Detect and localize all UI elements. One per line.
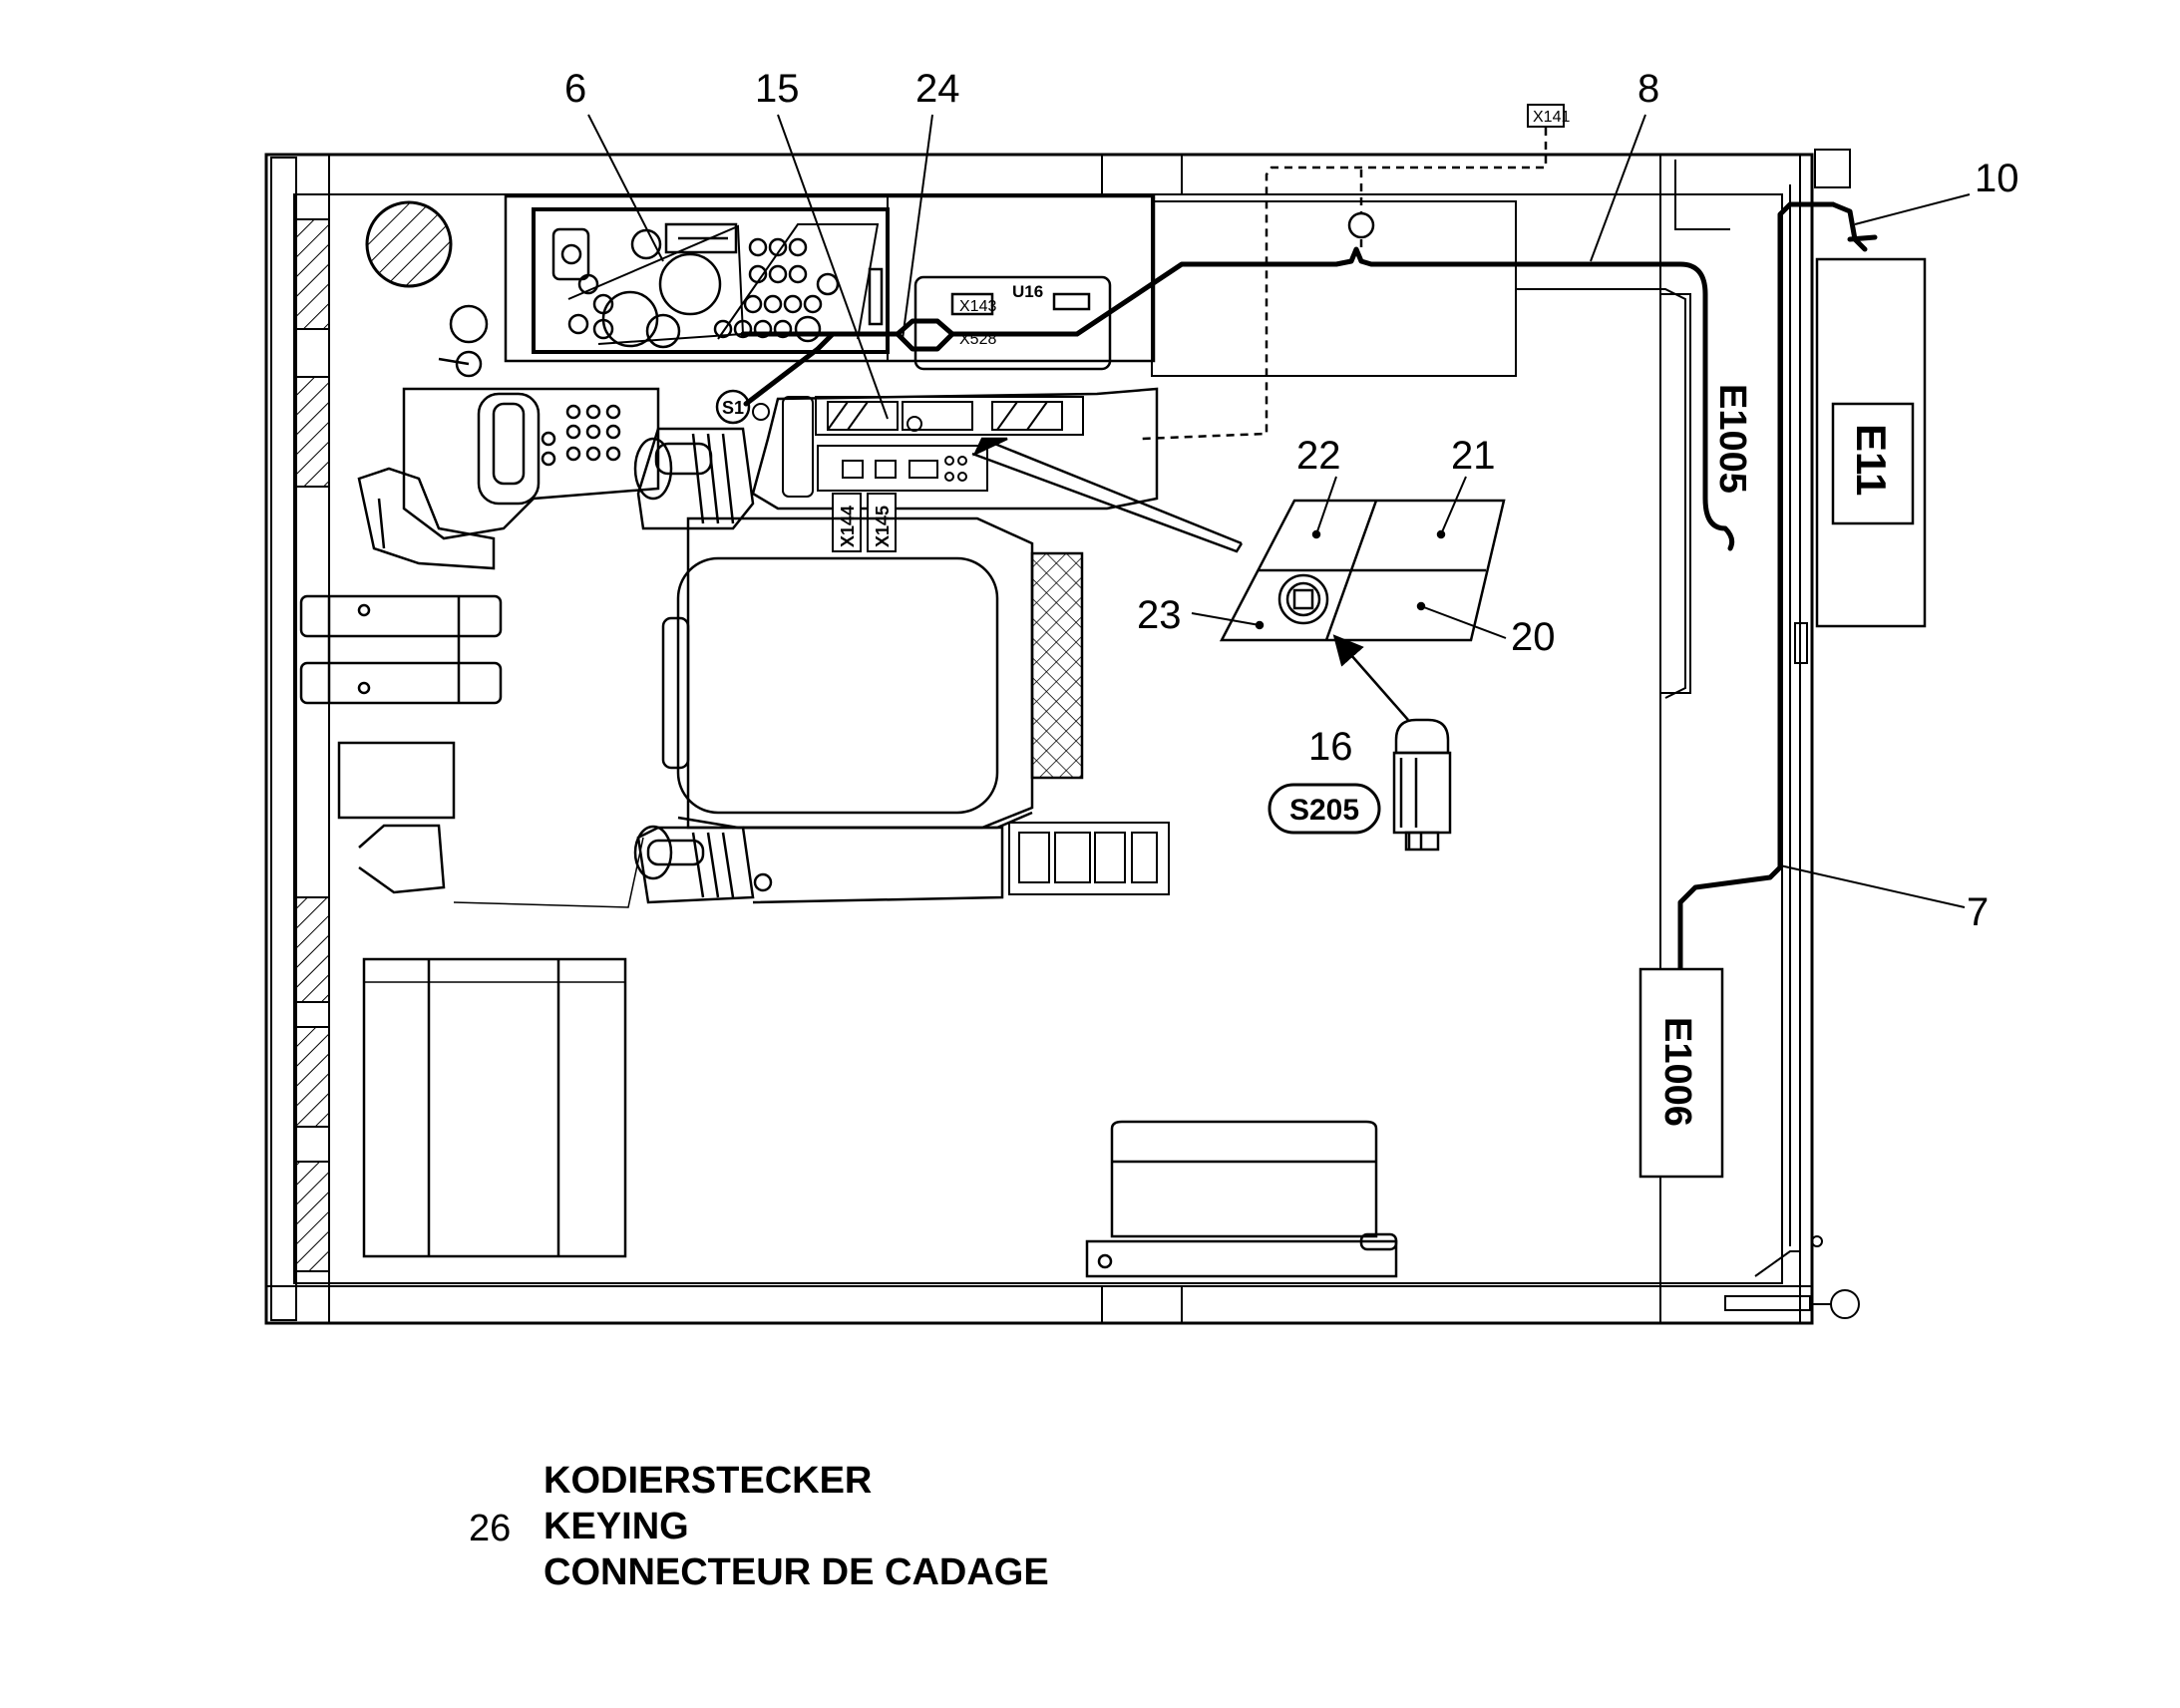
component-e1006 [1638,967,1724,1179]
switch-s1-label: S1 [722,398,744,418]
right-wall [1724,149,1860,1323]
callout-16: 16 [1308,725,1353,769]
callout-10: 10 [1975,157,2019,200]
switch-s1 [715,389,770,425]
switch-plate-detail [1219,499,1506,642]
callout-numbers: 6 15 24 8 10 22 21 23 20 16 7 [564,67,2019,934]
legend-text: KODIERSTECKER KEYING CONNECTEUR DE CADAG… [544,1458,1049,1595]
right-joystick [633,825,1004,904]
callout-20: 20 [1511,615,1556,659]
key-switch-s205-tag [1268,783,1381,835]
left-pedals [299,467,644,1296]
instrument-panel [504,194,1156,363]
heater-e11-label: E11 [1848,424,1895,496]
legend-line-english: KEYING [544,1506,689,1547]
component-e1006-label: E1006 [1656,1017,1698,1127]
callout-22: 22 [1296,434,1341,478]
switch-panel [782,396,1084,498]
optional-harness-x141 [1141,128,1548,441]
legend-line-german: KODIERSTECKER [544,1460,873,1502]
callout-leaders [587,114,1971,908]
storage-box [362,957,627,1258]
connector-x143-label: X143 [959,298,996,315]
left-wall-panels [270,157,330,1321]
key-switch-s205 [1392,718,1452,852]
legend: 26 KODIERSTECKER KEYING CONNECTEUR DE CA… [469,1458,1366,1617]
rear-seat [1085,1120,1398,1278]
left-console [402,304,660,540]
upper-right-cabinet [1151,160,1730,699]
callout-24: 24 [915,67,960,111]
heater-e11 [1815,257,1927,628]
connector-x141-box [1347,104,1565,239]
connector-x145-label: X145 [873,506,893,547]
callout-8: 8 [1637,67,1659,111]
connector-x141-label: X141 [1533,109,1570,126]
operator-seat [661,516,1084,830]
callout-23: 23 [1137,593,1182,637]
callout-7: 7 [1967,890,1989,934]
connector-x144-label: X144 [838,506,858,547]
callout-21: 21 [1451,434,1496,478]
instruction-plate [1008,822,1170,895]
unit-u16-label: U16 [1012,282,1043,301]
detail-arrows [971,437,1409,721]
connector-tags [832,493,897,552]
legend-line-french: CONNECTEUR DE CADAGE [544,1551,1049,1593]
key-switch-s205-label: S205 [1289,794,1359,827]
roof-vent [365,200,453,288]
legend-number: 26 [469,1508,512,1549]
cable-e1005-label: E1005 [1711,384,1753,494]
callout-6: 6 [564,67,586,111]
callout-15: 15 [755,67,800,111]
wiring-harness [740,201,1878,972]
